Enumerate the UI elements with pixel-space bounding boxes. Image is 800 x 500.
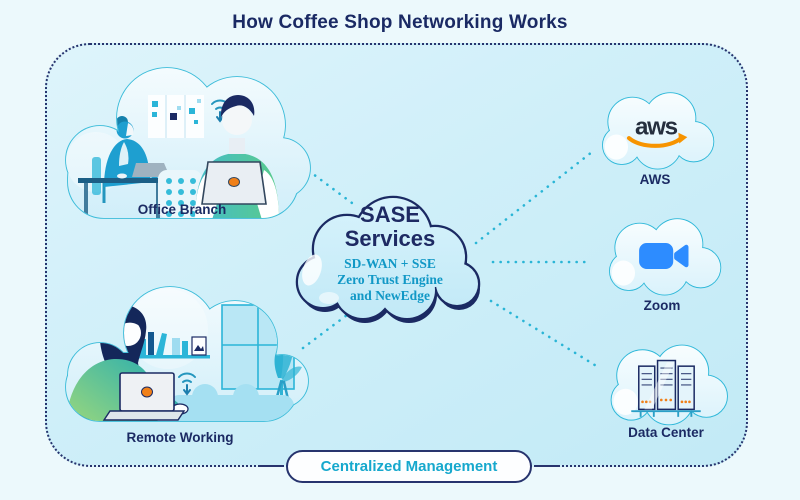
cloud-highlight xyxy=(613,388,638,415)
aws-logo-text: aws xyxy=(635,113,678,140)
zoom-video-icon xyxy=(639,242,689,270)
data-center-cloud xyxy=(610,344,728,426)
cloud-highlight xyxy=(611,260,636,286)
sase-line2: Services xyxy=(344,225,436,251)
sase-sub3: and NewEdge xyxy=(350,288,430,304)
aws-cloud: aws xyxy=(602,92,715,170)
zoom-cloud xyxy=(609,218,722,296)
wifi-icon xyxy=(178,372,196,396)
kanban-board-icon xyxy=(148,95,204,138)
aws-logo-icon: aws xyxy=(626,113,688,148)
office-branch-label: Office Branch xyxy=(137,202,227,217)
centralized-management-pill: Centralized Management xyxy=(286,450,532,483)
perforated-panel-icon xyxy=(158,170,202,218)
centralized-management-label: Centralized Management xyxy=(320,458,498,475)
sase-sub1: SD-WAN + SSE xyxy=(344,255,436,271)
laptop-icon xyxy=(102,372,186,421)
sase-services-text: SASE Services SD-WAN + SSE Zero Trust En… xyxy=(285,203,495,305)
office-branch-illustration xyxy=(65,67,311,219)
page-title: How Coffee Shop Networking Works xyxy=(232,12,568,33)
remote-working-label: Remote Working xyxy=(126,430,234,445)
cloud-highlight xyxy=(302,254,322,286)
sase-line1: SASE xyxy=(360,202,420,227)
remote-working-illustration xyxy=(65,286,309,422)
cloud-highlight xyxy=(319,292,339,304)
couch-icon xyxy=(168,384,294,421)
zoom-label: Zoom xyxy=(643,298,681,313)
sase-sub2: Zero Trust Engine xyxy=(337,271,443,287)
cloud-highlight xyxy=(604,134,629,160)
server-racks-icon xyxy=(631,359,701,417)
connector-office-to-sase xyxy=(307,169,354,205)
connector-sase-to-datacenter xyxy=(489,299,600,369)
sase-cloud xyxy=(295,195,481,323)
connector-sase-to-aws xyxy=(474,150,594,245)
office-man-figure xyxy=(195,95,279,218)
data-center-label: Data Center xyxy=(628,425,704,440)
pill-connector-right xyxy=(534,465,560,467)
connector-remote-to-sase xyxy=(301,310,353,350)
aws-label: AWS xyxy=(639,172,671,187)
pill-connector-left xyxy=(258,465,284,467)
